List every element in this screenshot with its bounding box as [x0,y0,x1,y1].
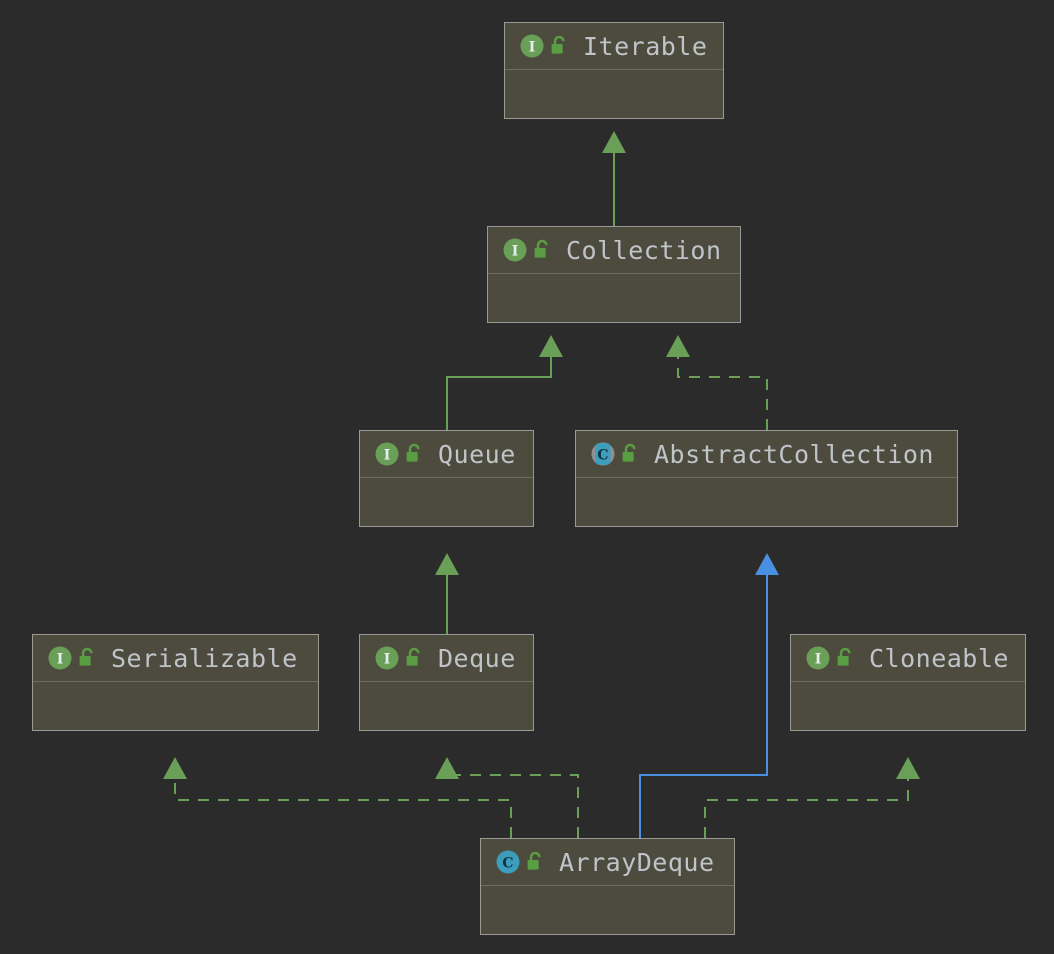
class-node-serializable[interactable]: I Serializable [32,634,319,731]
generalization-arrowhead-icon [755,553,779,575]
class-node-members-compartment [488,274,740,318]
edge-arraydeque-to-deque[interactable] [435,757,579,838]
interface-icon: I [374,441,400,467]
generalization-arrowhead-icon [896,757,920,779]
interface-icon: I [47,645,73,671]
svg-text:I: I [512,244,519,260]
generalization-arrowhead-icon [435,553,459,575]
class-node-title: Collection [566,235,722,265]
edge-deque-to-queue[interactable] [435,553,459,634]
interface-icon: I [374,645,400,671]
generalization-arrowhead-icon [435,757,459,779]
edge-arraydeque-to-cloneable[interactable] [704,757,920,838]
class-node-title: Iterable [583,31,708,61]
unlocked-padlock-icon [525,851,545,873]
class-node-title: ArrayDeque [559,847,715,877]
unlocked-padlock-icon [532,239,552,261]
interface-icon: I [805,645,831,671]
edge-collection-to-iterable[interactable] [602,131,626,226]
unlocked-padlock-icon [835,647,855,669]
generalization-arrowhead-icon [163,757,187,779]
edge-line [174,779,512,838]
generalization-arrowhead-icon [539,335,563,357]
edge-line [639,575,768,838]
edge-line [446,774,579,838]
class-node-title: Deque [438,643,516,673]
class-node-header[interactable]: I Collection [488,227,740,274]
svg-text:I: I [384,652,391,668]
unlocked-padlock-icon [77,647,97,669]
class-node-header[interactable]: I Cloneable [791,635,1025,682]
generalization-arrowhead-icon [602,131,626,153]
class-node-abstractcollection[interactable]: C AbstractCollection [575,430,958,527]
class-node-iterable[interactable]: I Iterable [504,22,724,119]
edge-arraydeque-to-serializable[interactable] [163,757,512,838]
class-node-arraydeque[interactable]: C ArrayDeque [480,838,735,935]
class-node-header[interactable]: C AbstractCollection [576,431,957,478]
class-node-members-compartment [481,886,734,930]
svg-text:I: I [529,40,536,56]
class-node-cloneable[interactable]: I Cloneable [790,634,1026,731]
edge-arraydeque-to-abstractcollection[interactable] [639,553,779,838]
class-node-header[interactable]: I Iterable [505,23,723,70]
unlocked-padlock-icon [549,35,569,57]
class-node-members-compartment [360,478,533,522]
edge-queue-to-collection[interactable] [446,335,563,430]
class-node-title: Queue [438,439,516,469]
edge-line [446,357,552,430]
interface-icon: I [519,33,545,59]
svg-text:I: I [815,652,822,668]
class-node-members-compartment [791,682,1025,726]
svg-text:C: C [502,856,513,872]
class-node-title: Serializable [111,643,298,673]
edge-abstractcollection-to-collection[interactable] [666,335,768,430]
svg-text:I: I [57,652,64,668]
class-node-members-compartment [576,478,957,522]
class-icon: C [495,849,521,875]
class-node-members-compartment [505,70,723,114]
edge-line [704,779,909,838]
class-node-collection[interactable]: I Collection [487,226,741,323]
class-node-header[interactable]: I Deque [360,635,533,682]
class-node-members-compartment [360,682,533,726]
class-node-header[interactable]: C ArrayDeque [481,839,734,886]
class-node-title: AbstractCollection [654,439,934,469]
class-node-title: Cloneable [869,643,1009,673]
edge-line [677,357,768,430]
abstract-class-icon: C [590,441,616,467]
unlocked-padlock-icon [404,443,424,465]
class-node-header[interactable]: I Queue [360,431,533,478]
class-node-queue[interactable]: I Queue [359,430,534,527]
class-node-members-compartment [33,682,318,726]
class-node-deque[interactable]: I Deque [359,634,534,731]
unlocked-padlock-icon [404,647,424,669]
class-node-header[interactable]: I Serializable [33,635,318,682]
interface-icon: I [502,237,528,263]
generalization-arrowhead-icon [666,335,690,357]
unlocked-padlock-icon [620,443,640,465]
svg-text:I: I [384,448,391,464]
svg-text:C: C [597,448,608,464]
